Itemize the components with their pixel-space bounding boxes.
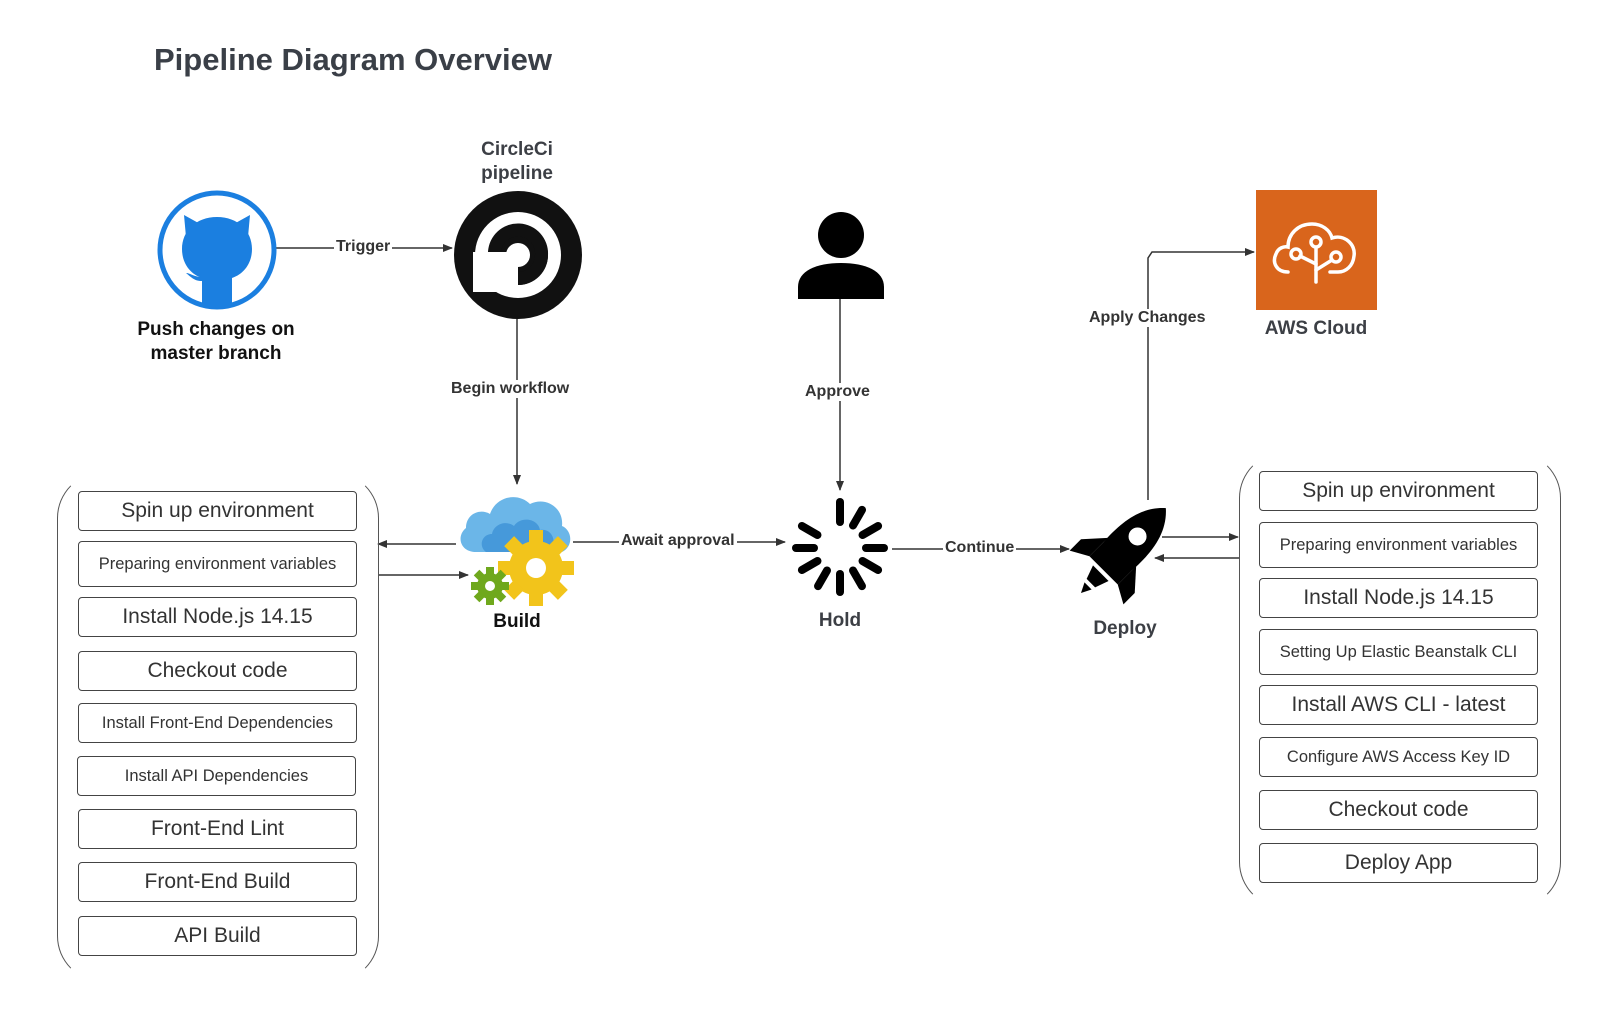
deploy-label: Deploy <box>1093 618 1157 639</box>
circleci-label-line-2: pipeline <box>481 163 553 184</box>
build-step[interactable]: Front-End Lint <box>78 809 357 849</box>
circleci-icon[interactable] <box>453 190 583 320</box>
github-label: Push changes on master branch <box>106 318 326 366</box>
github-icon[interactable] <box>156 189 278 311</box>
begin-workflow-label: Begin workflow <box>449 380 572 398</box>
hold-label: Hold <box>818 610 862 631</box>
circleci-label-line-1: CircleCi <box>481 139 553 160</box>
build-step[interactable]: Install Node.js 14.15 <box>78 597 357 637</box>
await-approval-label: Await approval <box>619 532 737 550</box>
aws-cloud-icon <box>1256 190 1377 310</box>
github-label-line-1: Push changes on <box>137 319 295 340</box>
trigger-label: Trigger <box>334 238 393 256</box>
approve-label: Approve <box>803 383 872 401</box>
build-step[interactable]: Preparing environment variables <box>78 541 357 587</box>
spinner-icon[interactable] <box>787 495 893 601</box>
cloud-gears-icon[interactable] <box>456 486 581 608</box>
build-step[interactable]: API Build <box>78 916 357 956</box>
build-step[interactable]: Install API Dependencies <box>77 756 356 796</box>
page-title: Pipeline Diagram Overview <box>154 42 553 77</box>
deploy-step[interactable]: Preparing environment variables <box>1259 522 1538 568</box>
build-step[interactable]: Front-End Build <box>78 862 357 902</box>
apply-changes-arrow <box>1147 248 1255 500</box>
build-step[interactable]: Checkout code <box>78 651 357 691</box>
build-label: Build <box>493 611 541 632</box>
deploy-step[interactable]: Deploy App <box>1259 843 1538 883</box>
build-step[interactable]: Install Front-End Dependencies <box>78 703 357 743</box>
deploy-step[interactable]: Install AWS CLI - latest <box>1259 685 1538 725</box>
deploy-step[interactable]: Spin up environment <box>1259 471 1538 511</box>
deploy-step[interactable]: Configure AWS Access Key ID <box>1259 737 1538 777</box>
deploy-step[interactable]: Setting Up Elastic Beanstalk CLI <box>1259 629 1538 675</box>
aws-label: AWS Cloud <box>1264 318 1368 339</box>
continue-label: Continue <box>943 539 1017 557</box>
rocket-icon[interactable] <box>1064 494 1180 610</box>
deploy-step[interactable]: Checkout code <box>1259 790 1538 830</box>
user-icon <box>798 212 884 299</box>
deploy-step[interactable]: Install Node.js 14.15 <box>1259 578 1538 618</box>
circleci-label: CircleCi pipeline <box>447 138 587 186</box>
build-steps-group <box>57 472 379 982</box>
github-label-line-2: master branch <box>150 343 282 364</box>
deploy-steps-group <box>1239 452 1561 908</box>
build-step[interactable]: Spin up environment <box>78 491 357 531</box>
apply-changes-label: Apply Changes <box>1087 309 1208 327</box>
